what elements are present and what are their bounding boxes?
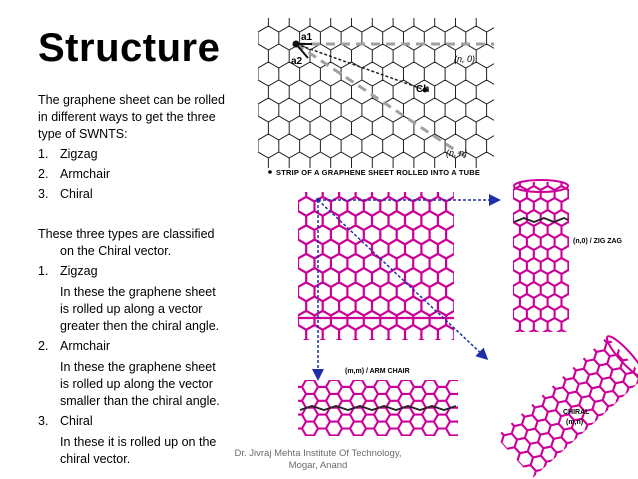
detail-line: is rolled up along the vector [60, 377, 213, 391]
intro-line: in different ways to get the three [38, 110, 216, 124]
armchair-axis-line [295, 42, 471, 162]
origin-point [292, 40, 300, 48]
detail-line: greater then the chiral angle. [60, 319, 220, 333]
a2-label: a2 [291, 56, 303, 67]
zigzag-axis-label: (n, 0) [454, 54, 475, 64]
footer-line: Mogar, Anand [288, 460, 348, 471]
type-label: Chiral [60, 187, 93, 201]
classified-line: These three types are classified [38, 227, 215, 241]
detail-line: In these the graphene sheet [60, 285, 216, 299]
detail-label: Chiral [60, 414, 93, 428]
chiral-tube [496, 335, 638, 478]
caption-bullet [268, 170, 272, 174]
detail-number: 2. [38, 339, 49, 353]
detail-line: chiral vector. [60, 452, 131, 466]
footer-line: Dr. Jivraj Mehta Institute Of Technology… [234, 448, 402, 459]
chiral-vector-line [295, 43, 426, 91]
detail-line: In these the graphene sheet [60, 360, 216, 374]
a1-label: a1 [301, 32, 313, 43]
detail-line: In these it is rolled up on the [60, 435, 217, 449]
detail-line: is rolled up along a vector [60, 302, 203, 316]
classified-line: on the Chiral vector. [60, 244, 172, 258]
armchair-tube [298, 380, 458, 436]
detail-line: smaller than the chiral angle. [60, 394, 220, 408]
zigzag-tube-label: (n,0) / ZIG ZAG [573, 238, 623, 245]
type-label: Zigzag [60, 147, 98, 161]
detail-label: Armchair [60, 339, 111, 353]
detail-label: Zigzag [60, 264, 98, 278]
chiral-tube-indices: (m,n) [566, 419, 583, 426]
graphene-sheet-diagram: a1 a2 Ch (n, 0) (n, n) [258, 18, 494, 168]
ch-label: Ch [416, 84, 429, 95]
chiral-tube-label: CHIRAL [563, 409, 590, 416]
type-number: 1. [38, 147, 49, 161]
zigzag-tube [513, 179, 569, 332]
slide-title: Structure [38, 26, 221, 70]
detail-number: 3. [38, 414, 49, 428]
chiral-end-point [422, 87, 428, 93]
type-number: 2. [38, 167, 49, 181]
footer: Dr. Jivraj Mehta Institute Of Technology… [228, 448, 408, 472]
armchair-tube-label: (m,m) / ARM CHAIR [345, 368, 410, 375]
figure-caption: STRIP OF A GRAPHENE SHEET ROLLED INTO A … [276, 168, 480, 177]
type-number: 3. [38, 187, 49, 201]
detail-number: 1. [38, 264, 49, 278]
intro-line: type of SWNTS: [38, 127, 128, 141]
type-label: Armchair [60, 167, 111, 181]
intro-line: The graphene sheet can be rolled [38, 93, 225, 107]
graphene-strip [298, 192, 501, 381]
armchair-axis-label: (n, n) [446, 148, 467, 158]
chiral-roll-arrow [317, 199, 489, 361]
